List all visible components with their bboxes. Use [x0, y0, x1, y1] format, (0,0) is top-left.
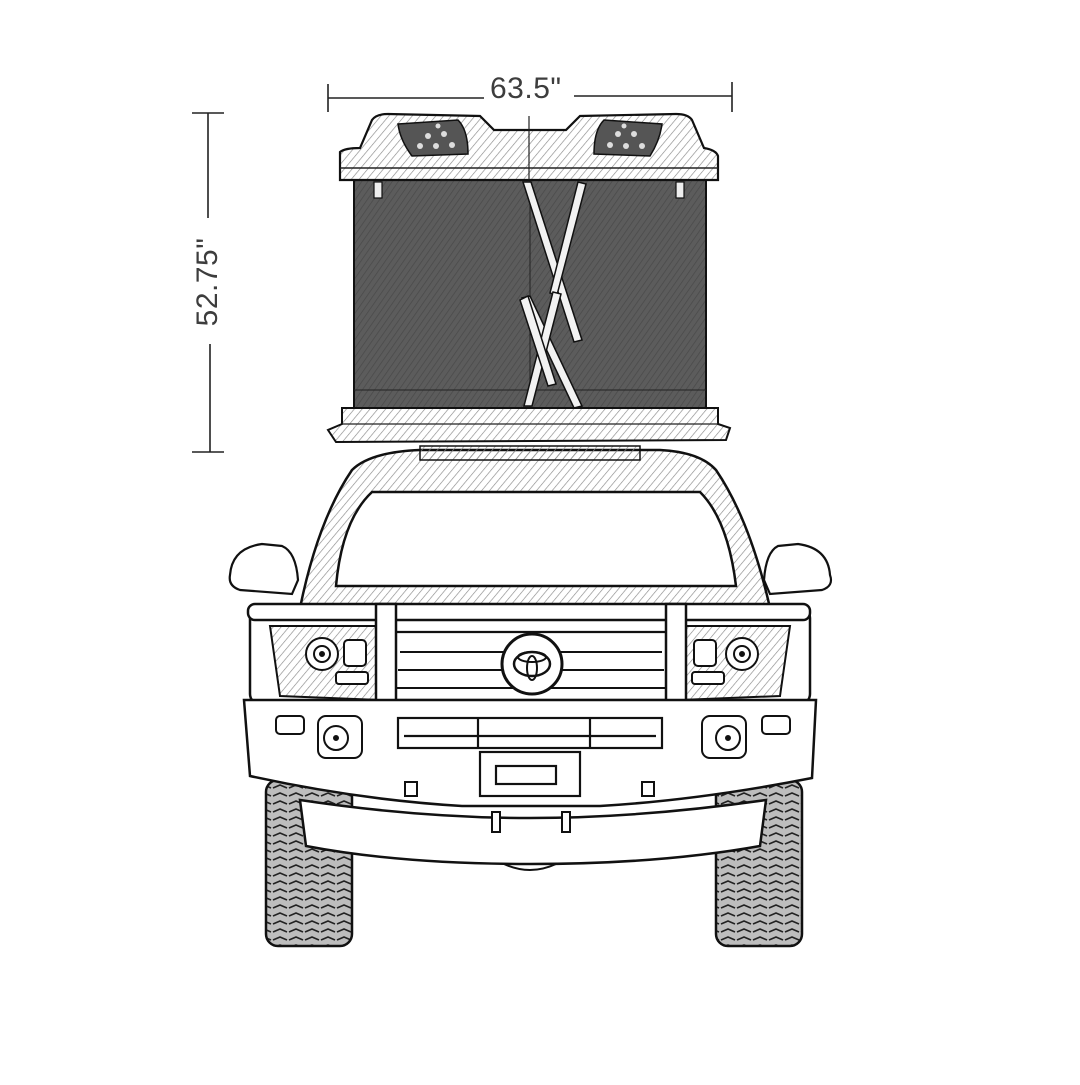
front-fascia — [246, 602, 812, 710]
winch — [478, 750, 582, 798]
side-mirror-right — [762, 542, 833, 596]
fog-light-left — [275, 715, 363, 759]
headlight-left — [305, 637, 369, 685]
roof-top-tent — [326, 112, 732, 444]
lid-vent-left — [397, 119, 469, 157]
headlight-right — [691, 637, 759, 685]
truck-cab — [228, 445, 833, 610]
bumper-vents — [396, 716, 664, 750]
fog-light-right — [701, 715, 791, 759]
lid-vent-right — [593, 119, 663, 157]
windshield — [334, 490, 738, 588]
height-dimension-label: 52.75" — [191, 231, 225, 333]
grille-logo — [500, 632, 564, 696]
bull-bar — [246, 602, 812, 710]
width-dimension — [327, 82, 733, 112]
side-mirror-left — [228, 542, 300, 596]
width-dimension-label: 63.5" — [484, 72, 568, 106]
height-dimension — [192, 112, 224, 453]
scissor-lift — [519, 181, 587, 409]
front-bumper — [242, 698, 818, 871]
